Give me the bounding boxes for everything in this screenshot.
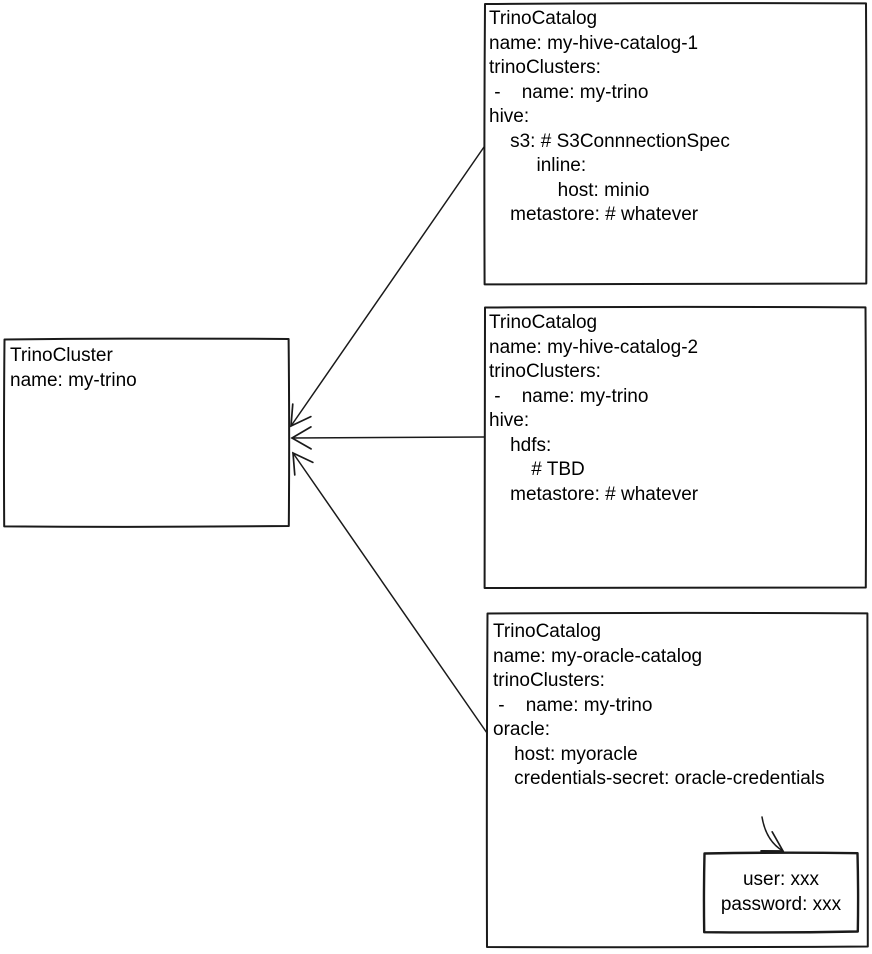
credentials-secret-box [702,851,860,934]
trino-catalog-3-text: TrinoCatalog name: my-oracle-catalog tri… [493,621,825,789]
edge-catalog1-to-cluster [290,146,485,428]
trino-catalog-1-text: TrinoCatalog name: my-hive-catalog-1 tri… [489,8,730,225]
trino-cluster-box [2,337,291,528]
trino-catalog-1-box [483,2,868,286]
edge-secret-reference-arrow [760,816,785,852]
edge-catalog2-to-cluster [290,426,485,450]
edge-catalog3-to-cluster [292,451,488,734]
credentials-secret-text: user: xxx password: xxx [720,869,842,915]
trino-catalog-2-text: TrinoCatalog name: my-hive-catalog-2 tri… [489,312,699,505]
trino-catalog-2-box [483,305,868,590]
trino-cluster-text: TrinoCluster name: my-trino [10,345,137,391]
